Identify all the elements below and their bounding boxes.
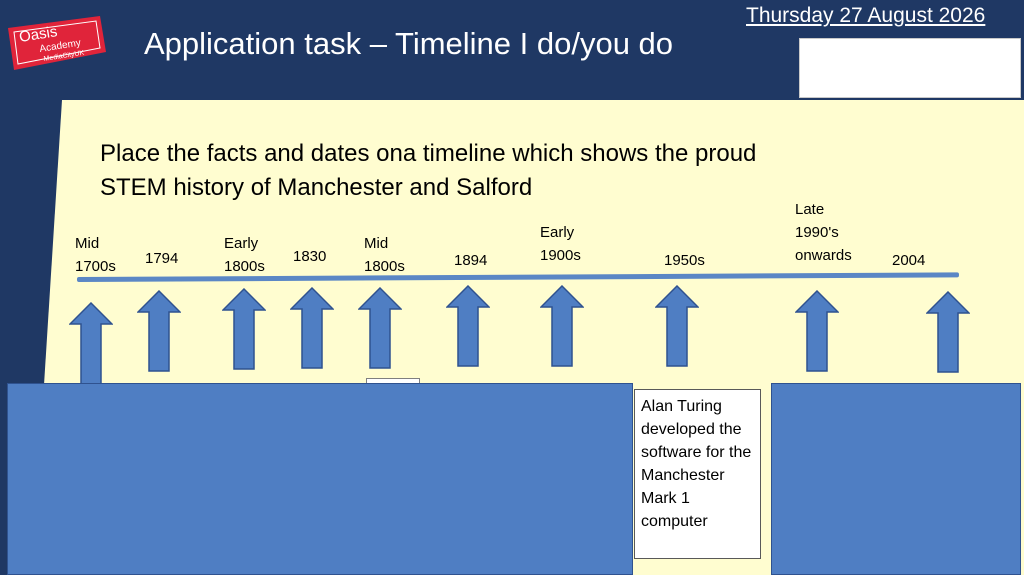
label-line: 2004 [892, 252, 926, 269]
arrow-up-icon [540, 285, 584, 367]
arrow-up-icon [290, 287, 334, 369]
arrow-up-icon [69, 302, 113, 388]
fact-card-cover-right[interactable] [771, 383, 1021, 575]
instruction-line-1: Place the facts and dates ona timeline w… [100, 140, 757, 167]
label-line: onwards [795, 247, 852, 264]
label-line: 1794 [145, 250, 179, 267]
label-line: 1950s [664, 252, 705, 269]
label-line: 1990's [795, 224, 839, 241]
academy-logo: Oasis Academy MediaCityUK [8, 16, 106, 70]
svg-text:Oasis: Oasis [18, 23, 59, 46]
label-line: 1800s [224, 258, 265, 275]
timeline-label-mid-1800s: Mid 1800s [364, 232, 405, 278]
label-line: 1800s [364, 258, 405, 275]
arrow-up-icon [222, 288, 266, 370]
timeline-label-mid-1700s: Mid 1700s [75, 232, 116, 278]
instruction-line-2: STEM history of Manchester and Salford [100, 174, 533, 201]
arrow-up-icon [358, 287, 402, 369]
timeline-label-1950s: 1950s [664, 249, 705, 272]
label-line: 1830 [293, 248, 327, 265]
arrow-up-icon [446, 285, 490, 367]
label-line: Early [540, 224, 575, 241]
slide-title: Application task – Timeline I do/you do [144, 26, 674, 61]
arrow-up-icon [655, 285, 699, 367]
arrow-up-icon [137, 290, 181, 372]
instruction-text: Place the facts and dates ona timeline w… [100, 137, 880, 205]
timeline-label-1894: 1894 [454, 249, 487, 272]
label-line: Early [224, 235, 259, 252]
timeline-label-early-1800s: Early 1800s [224, 232, 265, 278]
arrow-up-icon [926, 291, 970, 373]
label-line: Late [795, 201, 825, 218]
label-line: 1894 [454, 252, 488, 269]
label-line: Mid [364, 235, 389, 252]
fact-card-alan-turing[interactable]: Alan Turing developed the software for t… [634, 389, 761, 559]
timeline-label-2004: 2004 [892, 249, 925, 272]
arrow-up-icon [795, 290, 839, 372]
timeline-label-early-1900s: Early 1900s [540, 221, 581, 267]
blank-header-box [799, 38, 1021, 98]
timeline-label-1794: 1794 [145, 247, 178, 270]
date-link[interactable]: Thursday 27 August 2026 [746, 4, 986, 27]
timeline-label-1830: 1830 [293, 245, 326, 268]
fact-card-cover-left[interactable] [7, 383, 633, 575]
label-line: Mid [75, 235, 100, 252]
label-line: 1700s [75, 258, 116, 275]
label-line: 1900s [540, 247, 581, 264]
timeline-label-late-1990s: Late 1990's onwards [795, 198, 852, 267]
